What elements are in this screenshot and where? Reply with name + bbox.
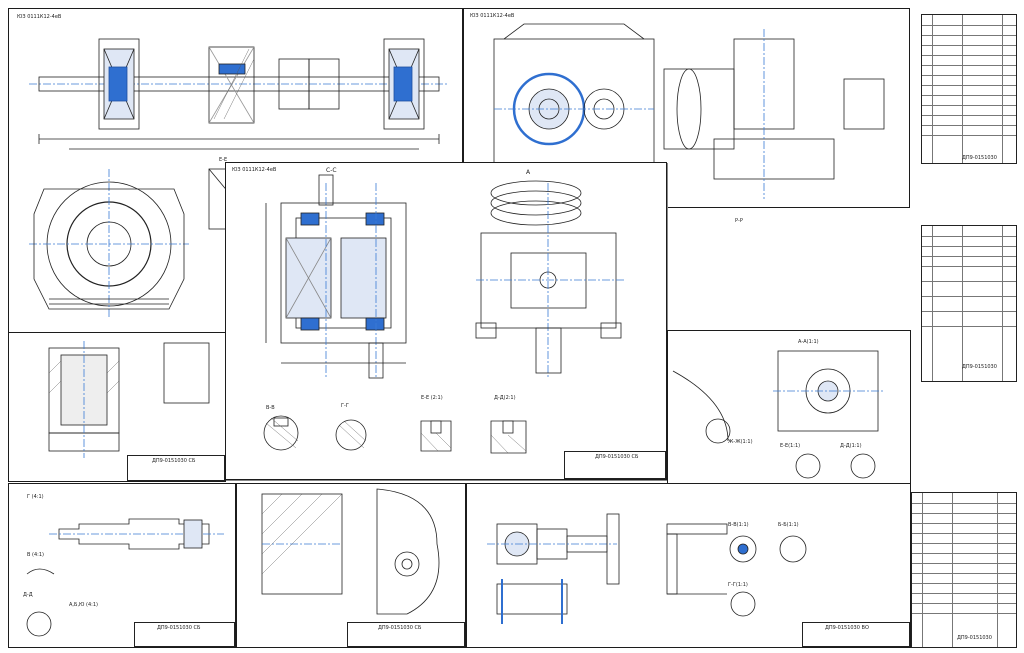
wheel-detail-drawing xyxy=(48,341,210,458)
title-block: ДП9-0151030 ВО xyxy=(802,622,910,647)
sheet-drive-scheme: ДП9-0151030 ВО xyxy=(466,483,911,648)
shaft-assembly-drawing xyxy=(29,38,449,319)
title-block: ДП9-0151030 СБ xyxy=(134,622,235,647)
sheet-shaft-detail: Г (4:1) В (4:1) Д-Д А,Б,Ю (4:1) ДП9-0151… xyxy=(8,483,236,648)
drawing-code: ДП9-0151030 ВО xyxy=(825,625,869,631)
sheet-housing-detail: ДП9-0151030 СБ xyxy=(236,483,466,648)
right-views-drawing xyxy=(672,350,883,479)
drawing-code: ДП9-0151030 СБ xyxy=(595,454,639,460)
drawing-code: ДП9-0151030 СБ xyxy=(378,625,422,631)
section-b-label: Б-Б(1:1) xyxy=(778,522,799,528)
lower-right-drawing xyxy=(729,535,807,617)
sheet-right-views: А-А(1:1) Ж-Ж(1:1) Е-Е(1:1) Д-Д(1:1) xyxy=(667,330,911,484)
section-dd-label: Д-Д(2:1) xyxy=(494,395,516,401)
section-zh-label: Ж-Ж(1:1) xyxy=(728,439,753,445)
section-d-label: Д-Д xyxy=(23,592,33,598)
sheet-lower-right-views: В-В(1:1) Б-Б(1:1) Г-Г(1:1) xyxy=(668,484,911,648)
spec-table-top: ДП9-0151030 xyxy=(921,14,1017,164)
spec-code: ДП9-0151030 xyxy=(962,155,997,161)
section-e-label: Е-Е(1:1) xyxy=(780,443,801,449)
section-v-label: В (4:1) xyxy=(27,552,44,558)
reducer-main-drawing xyxy=(263,174,626,454)
section-cc-title: С-С xyxy=(326,167,337,174)
section-gg-label: Г-Г xyxy=(341,403,349,409)
section-ee2-label: Е-Е (2:1) xyxy=(421,395,443,401)
section-a-label: А-А(1:1) xyxy=(798,339,819,345)
spec-table-middle: ДП9-0151030 xyxy=(921,225,1017,382)
sheet-code: ЮЗ 0111К12-4еВ xyxy=(17,14,62,20)
title-block: ДП9-0151030 СБ xyxy=(127,455,225,481)
drive-scheme-drawing xyxy=(487,513,728,624)
sheet-wheel-detail: ДП9-0151030 СБ xyxy=(8,332,226,482)
spec-code: ДП9-0151030 xyxy=(962,364,997,370)
section-d-label: Д-Д(1:1) xyxy=(840,443,862,449)
gearbox-top-drawing xyxy=(493,23,885,199)
section-vv-label: В-В xyxy=(266,405,275,411)
section-g-label: Г-Г(1:1) xyxy=(728,582,748,588)
housing-detail-drawing xyxy=(261,488,440,615)
view-a-title: А xyxy=(526,169,531,176)
spec-code: ДП9-0151030 xyxy=(957,635,992,641)
title-block: ДП9-0151030 СБ xyxy=(347,622,465,647)
sheet-reducer-main: ЮЗ 0111К12-4еВ С-С А xyxy=(225,162,667,480)
section-g-label: Г (4:1) xyxy=(27,494,44,500)
sheet-code: ЮЗ 0111К12-4еВ xyxy=(470,13,515,19)
title-block: ДП9-0151030 СБ xyxy=(564,451,666,479)
spec-table-bottom: ДП9-0151030 xyxy=(911,492,1017,648)
section-rr-label: Р-Р xyxy=(735,218,743,224)
section-v-label: В-В(1:1) xyxy=(728,522,749,528)
scale-label: А,Б,Ю (4:1) xyxy=(69,602,98,608)
drawing-code: ДП9-0151030 СБ xyxy=(157,625,201,631)
section-ee-label: Е-Е xyxy=(219,157,228,163)
sheet-code: ЮЗ 0111К12-4еВ xyxy=(232,167,277,173)
drawing-code: ДП9-0151030 СБ xyxy=(152,458,196,464)
shaft-detail-drawing xyxy=(26,518,224,637)
